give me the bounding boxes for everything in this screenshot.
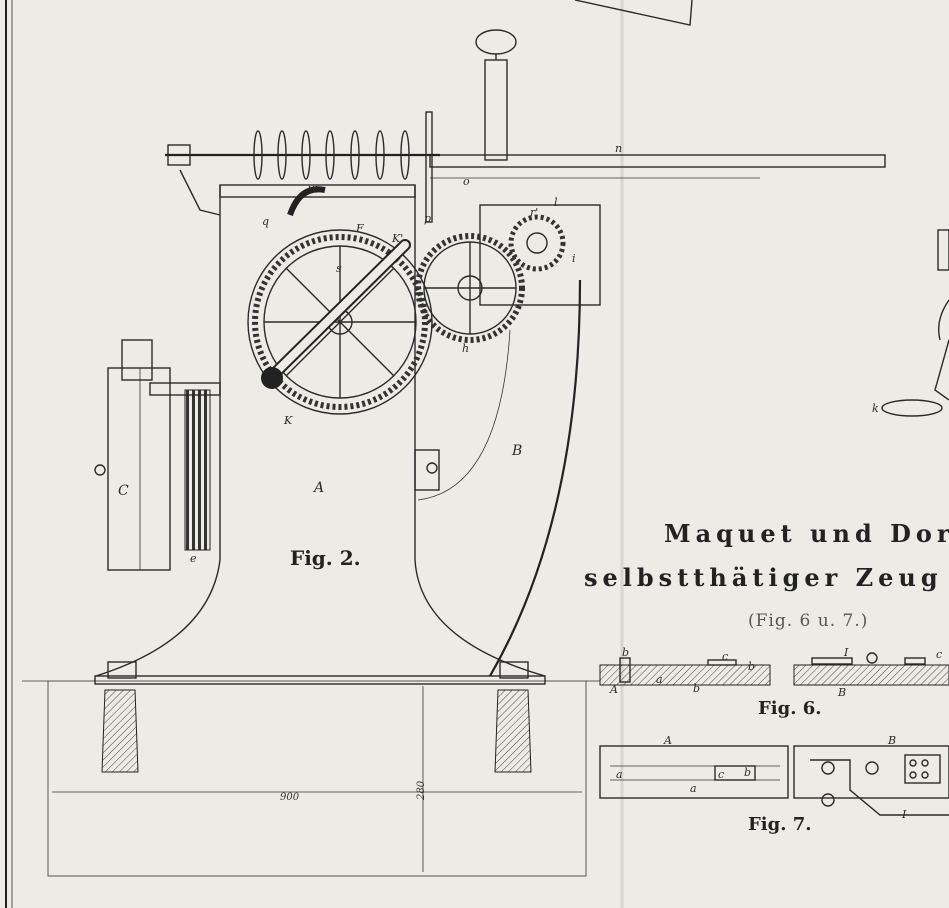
label-b: B xyxy=(511,443,522,459)
fig7-label-b-cap: B xyxy=(887,734,896,747)
gear-e xyxy=(184,389,211,551)
dimension-height: 280 xyxy=(416,780,427,801)
fig6-label-a: a xyxy=(656,673,663,686)
foundation-block xyxy=(47,680,587,877)
adjacent-figure-corner xyxy=(574,0,693,26)
label-h: h xyxy=(462,342,469,355)
fig7-label-i: I xyxy=(901,808,907,821)
fig2-machine xyxy=(22,29,886,877)
label-e: e xyxy=(190,552,197,565)
fig6-caption: Fig. 6. xyxy=(758,698,822,719)
fig7-label-b: b xyxy=(744,766,751,779)
label-k1: K' xyxy=(391,232,403,245)
slide-bar-n xyxy=(429,154,886,168)
title-line1: Maquet und Dorbo xyxy=(664,519,949,548)
disc-p xyxy=(425,111,433,223)
top-knob xyxy=(475,29,517,55)
fig7-label-a-cap: A xyxy=(663,734,672,747)
label-a: A xyxy=(312,480,324,496)
label-k-small: k xyxy=(872,402,879,415)
right-edge-mechanism xyxy=(881,229,949,417)
gear-r-prime xyxy=(508,214,566,272)
label-s: s xyxy=(336,262,342,275)
label-p: p xyxy=(424,212,431,225)
frame-b-inner xyxy=(417,329,511,501)
fig6-label-b-left: b xyxy=(622,646,629,659)
gear-h xyxy=(415,233,525,343)
fig6-label-c2: c xyxy=(936,648,942,661)
fig6-label-i: I xyxy=(843,646,849,659)
fig6-label-b-right: b xyxy=(748,660,755,673)
fig6-label-c: c xyxy=(722,650,728,663)
fig6-label-b-cap: B xyxy=(837,686,846,699)
fig7-plan xyxy=(599,745,949,816)
foundation-bolt-right xyxy=(494,689,532,773)
frame-a-left-edge xyxy=(95,185,221,677)
label-c: C xyxy=(118,483,129,499)
fig7-label-c: c xyxy=(718,768,724,781)
fig6-section xyxy=(599,652,949,686)
frame-b-outer xyxy=(489,279,582,677)
title-line2: selbstthätiger Zeug xyxy=(584,563,943,592)
dimension-width: 900 xyxy=(280,792,300,803)
title-line3: (Fig. 6 u. 7.) xyxy=(748,611,868,631)
springs xyxy=(253,130,410,180)
label-k: K xyxy=(283,414,293,427)
label-f: F xyxy=(355,222,364,235)
pulley-c xyxy=(107,367,171,571)
label-l: l xyxy=(554,196,558,209)
label-w: w xyxy=(308,182,318,195)
label-n: n xyxy=(615,142,622,155)
foundation-bolt-left xyxy=(101,689,139,773)
label-i: i xyxy=(572,252,576,265)
label-r1: r' xyxy=(530,206,538,219)
gear-housing xyxy=(479,204,601,306)
fig7-label-a-left: a xyxy=(616,768,623,781)
vertical-rod xyxy=(484,59,508,161)
fig7-label-a: a xyxy=(690,782,697,795)
fig2-caption: Fig. 2. xyxy=(290,546,361,570)
label-q: q xyxy=(262,215,269,228)
frame-a-right-edge xyxy=(414,185,546,677)
label-o: o xyxy=(463,175,470,188)
big-gear-f xyxy=(247,229,433,415)
crank-handle xyxy=(261,367,283,389)
fig6-label-b-mid: b xyxy=(693,682,700,695)
fig7-caption: Fig. 7. xyxy=(748,814,812,835)
fig6-label-a-cap: A xyxy=(609,683,618,696)
